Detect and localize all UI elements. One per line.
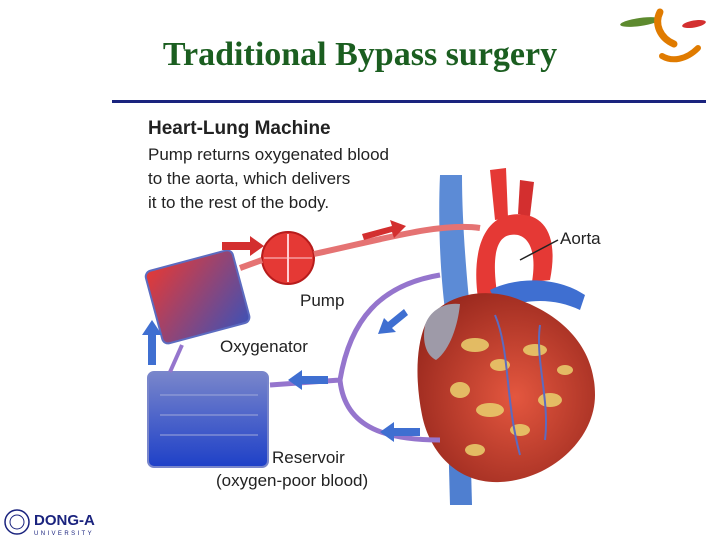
heart-lung-machine-diagram: Heart-Lung Machine Pump returns oxygenat… bbox=[142, 118, 601, 505]
tube-reservoir-to-oxygenator bbox=[168, 344, 184, 373]
label-reservoir: Reservoir bbox=[272, 448, 345, 467]
tube-venous-return-2 bbox=[337, 379, 441, 443]
diagram-heading: Heart-Lung Machine bbox=[148, 118, 331, 139]
university-logo: DONG-A UNIVERSITY bbox=[4, 509, 95, 537]
corner-logo-icon bbox=[620, 8, 706, 63]
tube-pump-to-aorta bbox=[313, 223, 481, 257]
diagram-caption-line-3: it to the rest of the body. bbox=[148, 193, 329, 212]
tube-oxygenator-to-pump bbox=[238, 257, 264, 271]
vena-cava bbox=[439, 175, 470, 310]
heart bbox=[417, 293, 595, 483]
oxygenator bbox=[144, 249, 251, 345]
coronary-artery bbox=[494, 314, 521, 456]
diagram-caption-line-1: Pump returns oxygenated blood bbox=[148, 145, 389, 164]
aorta-branch-1 bbox=[490, 168, 508, 220]
diagram-caption-line-2: to the aorta, which delivers bbox=[148, 169, 350, 188]
aorta-branch-2 bbox=[518, 180, 534, 216]
label-aorta: Aorta bbox=[560, 229, 601, 248]
university-name: DONG-A bbox=[34, 512, 95, 529]
tube-venous-return bbox=[269, 272, 441, 388]
coronary-artery-2 bbox=[538, 324, 547, 441]
heart-atrium bbox=[424, 303, 460, 360]
slide-title: Traditional Bypass surgery bbox=[162, 36, 558, 73]
title-underline bbox=[112, 100, 706, 103]
aorta-vessel bbox=[476, 214, 553, 310]
reservoir bbox=[147, 371, 269, 468]
university-seal-icon bbox=[4, 509, 30, 535]
reservoir-cells bbox=[160, 394, 258, 436]
aorta-leader-line bbox=[519, 239, 559, 261]
university-subtext: UNIVERSITY bbox=[34, 531, 94, 537]
heart-fat-patches bbox=[450, 338, 573, 456]
flow-arrows bbox=[142, 220, 420, 442]
label-pump: Pump bbox=[300, 291, 344, 310]
label-oxygenator: Oxygenator bbox=[220, 337, 308, 356]
label-reservoir-note: (oxygen-poor blood) bbox=[216, 471, 368, 490]
